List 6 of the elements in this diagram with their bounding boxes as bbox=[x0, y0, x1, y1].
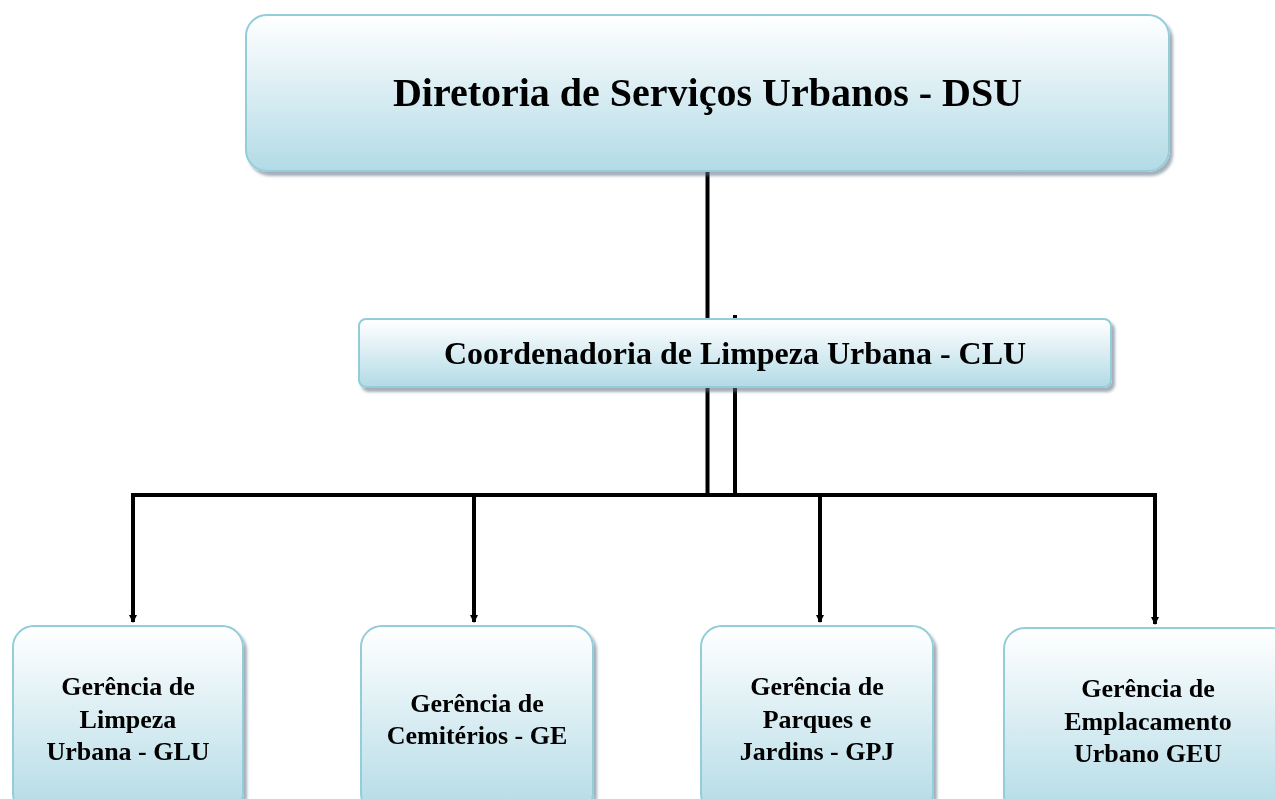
org-unit-box: Gerência de Parques e Jardins - GPJ bbox=[700, 625, 934, 799]
org-unit-box: Coordenadoria de Limpeza Urbana - CLU bbox=[358, 318, 1112, 388]
org-unit-box: Gerência de Limpeza Urbana - GLU bbox=[12, 625, 244, 799]
org-unit-box: Diretoria de Serviços Urbanos - DSU bbox=[245, 14, 1170, 172]
org-unit-box: Gerência de Emplacamento Urbano GEU bbox=[1003, 627, 1275, 799]
org-unit-box: Gerência de Cemitérios - GE bbox=[360, 625, 594, 799]
